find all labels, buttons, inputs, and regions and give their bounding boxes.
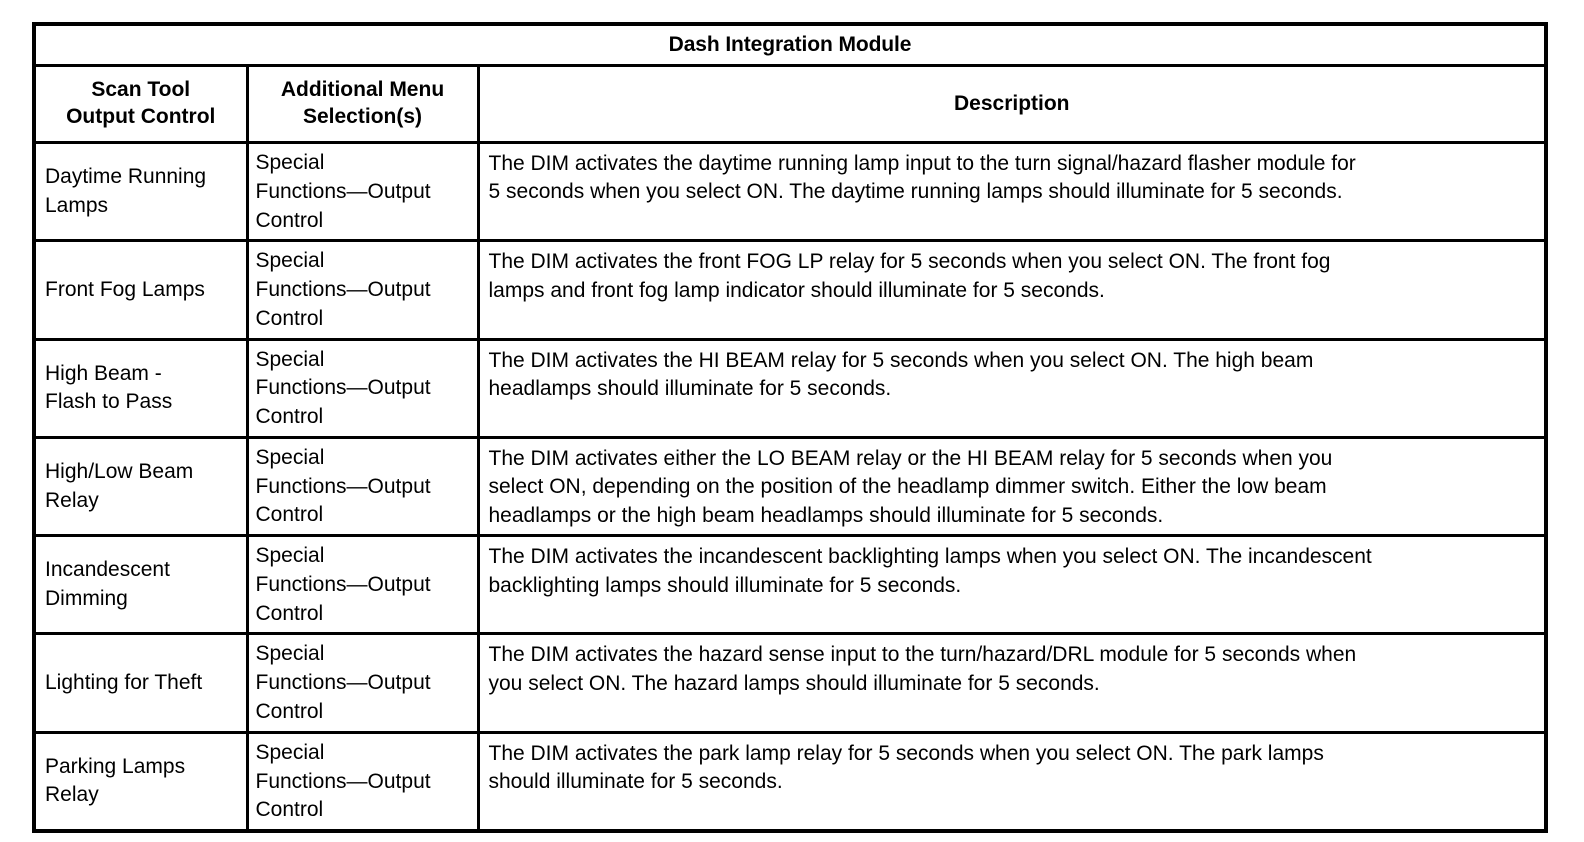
- dash-integration-module-table: Dash Integration Module Scan Tool Output…: [32, 22, 1549, 834]
- cell-scan-tool-output-control: Lighting for Theft: [32, 632, 249, 734]
- column-header-scan-tool-output-control: Scan Tool Output Control: [32, 64, 249, 144]
- cell-line: Lighting for Theft: [45, 670, 203, 694]
- cell-line: Control: [255, 601, 324, 625]
- cell-line: The DIM activates either the LO BEAM rel…: [488, 446, 1333, 470]
- cell-additional-menu-selections: Special Functions—Output Control: [245, 435, 480, 538]
- cell-scan-tool-output-control: High Beam - Flash to Pass: [32, 337, 249, 439]
- cell-description: The DIM activates the front FOG LP relay…: [476, 239, 1548, 341]
- column-header-line: Selection(s): [302, 105, 423, 128]
- table-title: Dash Integration Module: [32, 22, 1548, 67]
- cell-description: The DIM activates the hazard sense input…: [476, 632, 1548, 734]
- cell-line: headlamps should illuminate for 5 second…: [488, 376, 892, 400]
- cell-line: Control: [255, 798, 324, 822]
- cell-additional-menu-selections: Special Functions—Output Control: [245, 632, 480, 734]
- cell-scan-tool-output-control: Parking Lamps Relay: [32, 730, 249, 833]
- cell-line: select ON, depending on the position of …: [488, 475, 1327, 499]
- cell-description: The DIM activates the daytime running la…: [476, 140, 1548, 243]
- cell-line: Functions—Output: [255, 769, 431, 793]
- cell-line: 5 seconds when you select ON. The daytim…: [488, 180, 1343, 204]
- cell-line: The DIM activates the park lamp relay fo…: [488, 741, 1324, 765]
- cell-scan-tool-output-control: Front Fog Lamps: [32, 239, 249, 341]
- table-title-row: Dash Integration Module: [32, 22, 1548, 67]
- cell-line: lamps and front fog lamp indicator shoul…: [488, 278, 1105, 302]
- cell-additional-menu-selections: Special Functions—Output Control: [245, 337, 480, 439]
- cell-line: Parking Lamps: [45, 755, 186, 779]
- table-header-row: Scan Tool Output Control Additional Menu…: [32, 64, 1548, 144]
- cell-line: Flash to Pass: [45, 390, 173, 414]
- cell-line: backlighting lamps should illuminate for…: [488, 573, 962, 597]
- table-row: Daytime Running Lamps Special Functions—…: [32, 140, 1548, 243]
- table-row: Front Fog Lamps Special Functions—Output…: [32, 239, 1548, 341]
- cell-line: High Beam -: [45, 361, 162, 385]
- table-row: Parking Lamps Relay Special Functions—Ou…: [32, 730, 1548, 833]
- cell-line: Special: [255, 642, 325, 666]
- cell-line: you select ON. The hazard lamps should i…: [488, 671, 1100, 695]
- cell-description: The DIM activates the HI BEAM relay for …: [476, 337, 1548, 439]
- cell-line: Functions—Output: [255, 179, 431, 203]
- cell-line: Control: [255, 503, 324, 527]
- cell-line: Special: [255, 347, 325, 371]
- cell-line: Dimming: [45, 586, 128, 610]
- cell-scan-tool-output-control: High/Low Beam Relay: [32, 435, 249, 538]
- table-row: High Beam - Flash to Pass Special Functi…: [32, 337, 1548, 439]
- table-row: High/Low Beam Relay Special Functions—Ou…: [32, 435, 1548, 538]
- cell-line: Special: [255, 151, 325, 174]
- table-body: Dash Integration Module Scan Tool Output…: [32, 22, 1548, 833]
- cell-line: Functions—Output: [255, 671, 431, 695]
- cell-description: The DIM activates the incandescent backl…: [476, 534, 1548, 636]
- cell-additional-menu-selections: Special Functions—Output Control: [245, 730, 480, 833]
- column-header-description: Description: [476, 64, 1548, 144]
- table-row: Lighting for Theft Special Functions—Out…: [32, 632, 1548, 734]
- cell-line: Incandescent: [45, 558, 170, 582]
- dash-integration-module-table-wrap: Dash Integration Module Scan Tool Output…: [32, 22, 1549, 834]
- cell-line: High/Low Beam: [45, 460, 194, 484]
- cell-line: Relay: [45, 783, 99, 807]
- cell-line: Special: [255, 445, 325, 469]
- cell-line: Functions—Output: [255, 572, 431, 596]
- column-header-line: Additional Menu: [280, 78, 445, 102]
- cell-line: Functions—Output: [255, 474, 431, 498]
- cell-line: Relay: [45, 488, 99, 512]
- cell-line: Control: [255, 700, 324, 724]
- cell-additional-menu-selections: Special Functions—Output Control: [245, 534, 480, 636]
- cell-line: The DIM activates the HI BEAM relay for …: [488, 348, 1314, 372]
- cell-line: should illuminate for 5 seconds.: [488, 770, 783, 794]
- cell-line: Control: [255, 208, 324, 232]
- cell-line: headlamps or the high beam headlamps sho…: [488, 503, 1164, 527]
- cell-scan-tool-output-control: Incandescent Dimming: [32, 534, 249, 636]
- cell-line: The DIM activates the hazard sense input…: [488, 643, 1357, 667]
- cell-line: Special: [255, 249, 325, 273]
- cell-line: Special: [255, 740, 325, 764]
- cell-line: Front Fog Lamps: [45, 277, 205, 301]
- cell-additional-menu-selections: Special Functions—Output Control: [245, 239, 480, 341]
- cell-line: Lamps: [45, 193, 109, 217]
- table-row: Incandescent Dimming Special Functions—O…: [32, 534, 1548, 636]
- cell-description: The DIM activates either the LO BEAM rel…: [476, 435, 1548, 538]
- cell-line: The DIM activates the front FOG LP relay…: [488, 250, 1331, 274]
- cell-line: Special: [255, 544, 325, 568]
- column-header-line: Scan Tool: [91, 78, 191, 102]
- cell-line: The DIM activates the incandescent backl…: [488, 545, 1372, 569]
- column-header-line: Description: [953, 91, 1070, 115]
- cell-line: Functions—Output: [255, 278, 431, 302]
- cell-line: Daytime Running: [45, 165, 207, 189]
- cell-line: Functions—Output: [255, 376, 431, 400]
- cell-line: The DIM activates the daytime running la…: [488, 152, 1356, 175]
- column-header-additional-menu-selections: Additional Menu Selection(s): [245, 64, 480, 144]
- cell-line: Control: [255, 405, 324, 429]
- cell-line: Control: [255, 306, 324, 330]
- cell-scan-tool-output-control: Daytime Running Lamps: [32, 140, 249, 243]
- column-header-line: Output Control: [66, 105, 216, 128]
- cell-description: The DIM activates the park lamp relay fo…: [476, 730, 1548, 833]
- cell-additional-menu-selections: Special Functions—Output Control: [245, 140, 480, 243]
